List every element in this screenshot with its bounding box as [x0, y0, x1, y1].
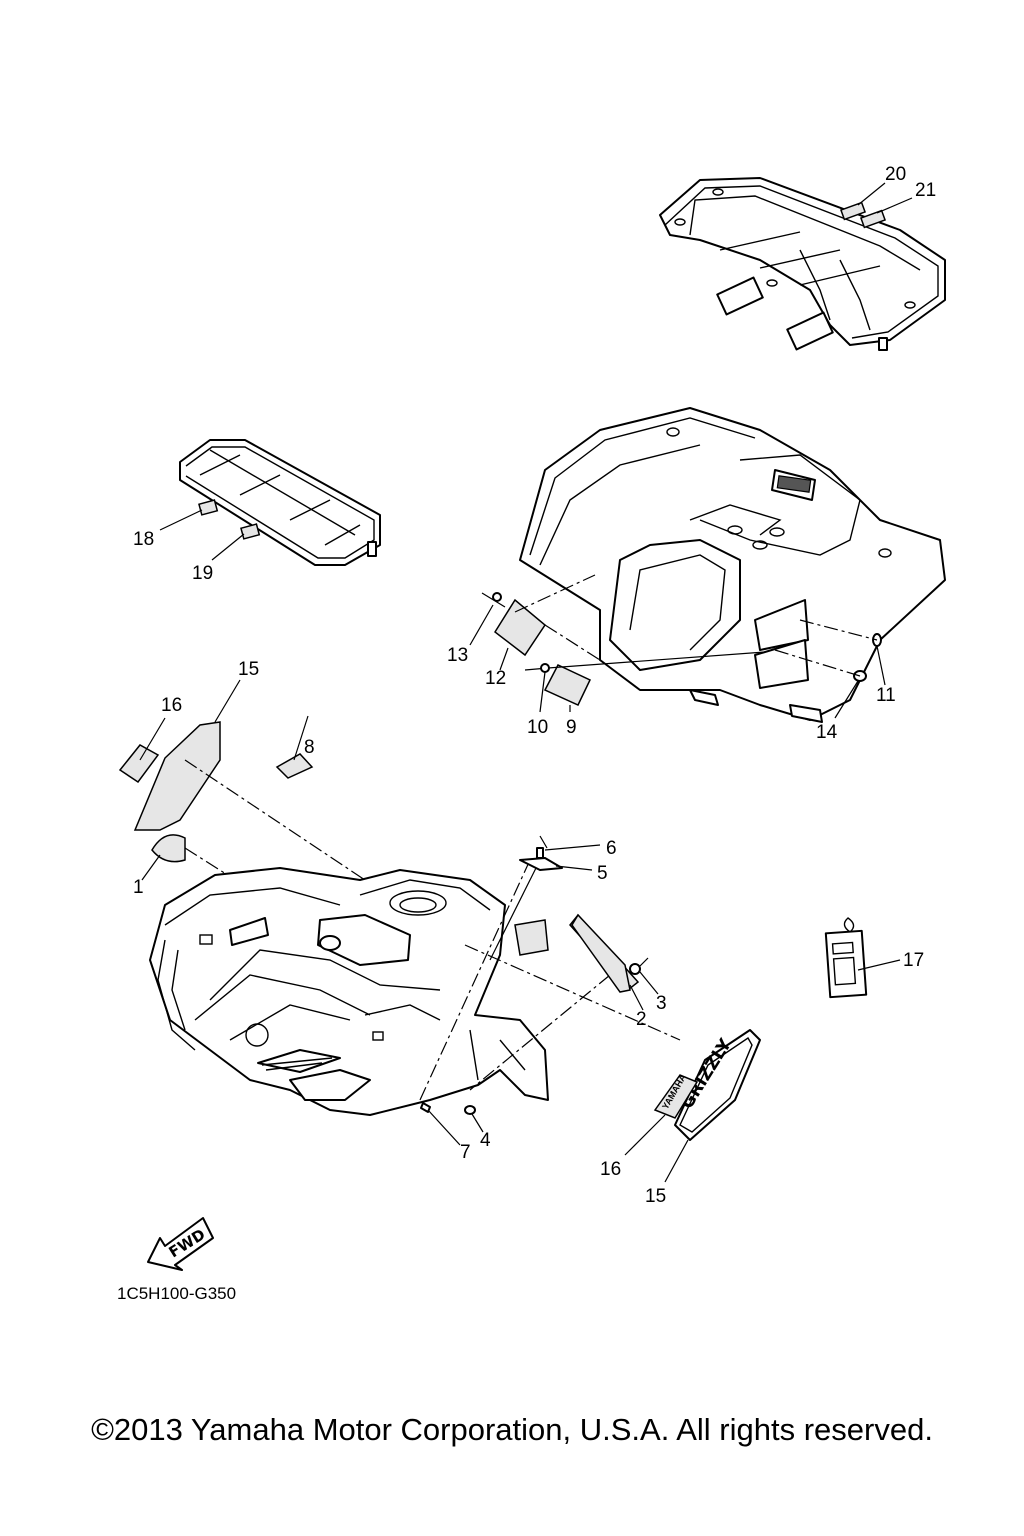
diagram-code: 1C5H100-G350	[117, 1284, 236, 1303]
warning-tag	[824, 917, 901, 999]
callout-9: 9	[566, 717, 577, 738]
callout-8: 8	[304, 737, 315, 758]
callout-17: 17	[903, 950, 924, 971]
callout-4: 4	[480, 1130, 491, 1151]
callout-14: 14	[816, 722, 838, 743]
callout-7: 7	[460, 1142, 471, 1163]
front-fender	[149, 859, 681, 1116]
callout-15-bottom: 15	[645, 1186, 666, 1207]
callout-2: 2	[636, 1009, 647, 1030]
callout-12: 12	[485, 668, 506, 689]
rear-fender	[469, 407, 946, 723]
fwd-arrow: FWD	[147, 1217, 214, 1271]
fastener-parts	[420, 835, 659, 1146]
callout-3: 3	[656, 993, 667, 1014]
callout-18: 18	[133, 529, 154, 550]
grizzly-decals: GRIZZLY YAMAHA	[624, 1029, 761, 1183]
callout-11: 11	[876, 685, 896, 706]
callout-16-bottom: 16	[600, 1159, 621, 1180]
callout-20: 20	[885, 164, 906, 185]
callout-1: 1	[133, 877, 144, 898]
front-carrier-rack	[159, 439, 381, 566]
callout-19: 19	[192, 563, 213, 584]
callout-16-top: 16	[161, 695, 182, 716]
callout-13: 13	[447, 645, 468, 666]
callout-10: 10	[527, 717, 548, 738]
copyright-notice: ©2013 Yamaha Motor Corporation, U.S.A. A…	[91, 1412, 933, 1447]
callout-21: 21	[915, 180, 936, 201]
callout-5: 5	[597, 863, 608, 884]
callout-6: 6	[606, 838, 617, 859]
callout-15-top: 15	[238, 659, 259, 680]
rear-carrier-rack	[659, 177, 946, 351]
callout-labels: 20 21 18 19 13 12 10 9 11 14 15 16 8 1 6…	[133, 164, 936, 1207]
